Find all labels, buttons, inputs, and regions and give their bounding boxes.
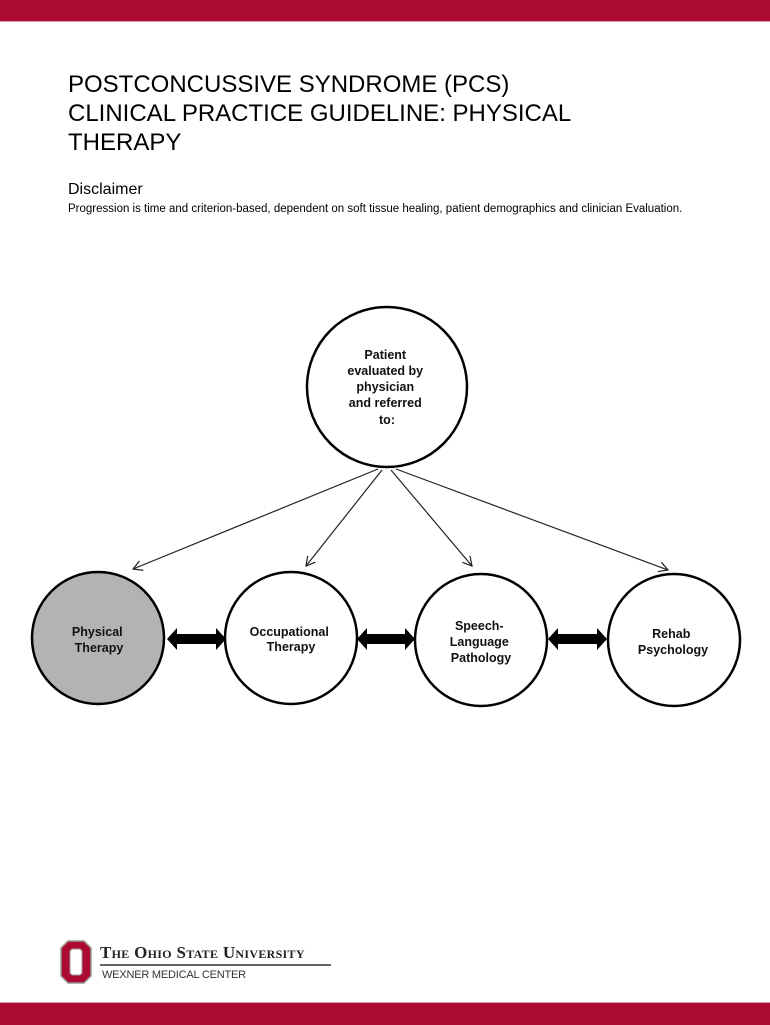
node-label: Occupational Therapy [250,625,333,654]
block-o-logo-icon [60,940,92,984]
university-name: The Ohio State University [100,943,305,962]
page-title: POSTCONCUSSIVE SYNDROME (PCS) CLINICAL P… [68,70,708,157]
node-circle [223,570,359,706]
bidirectional-arrow [357,628,415,650]
node-physical-therapy: Physical Therapy [30,570,166,706]
label-line: Speech- [455,619,504,633]
label-line: Rehab [652,627,691,641]
root-node-circle [305,305,469,469]
label-line: and referred [349,396,422,410]
node-occupational-therapy: Occupational Therapy [223,570,359,706]
medical-center-name: WEXNER MEDICAL CENTER [102,969,246,981]
label-line: Psychology [638,643,708,657]
label-line: Patient [364,348,407,362]
node-rehab-psychology: Rehab Psychology [606,572,742,708]
label-line: to: [379,413,395,427]
referral-arrow [395,468,670,573]
label-line: physician [356,380,414,394]
label-line: evaluated by [347,364,423,378]
label-line: Therapy [75,641,124,655]
title-line: POSTCONCUSSIVE SYNDROME (PCS) [68,71,510,98]
label-line: Pathology [451,651,511,665]
top-brand-bar [0,0,770,22]
title-line: CLINICAL PRACTICE GUIDELINE: PHYSICAL [68,100,572,127]
referral-arrow [390,469,473,567]
node-circle [30,570,166,706]
disclaimer-text: Progression is time and criterion-based,… [68,203,683,215]
referral-arrow [131,468,379,571]
root-node-label: Patient evaluated by physician and refer… [347,348,426,427]
node-label: Rehab Psychology [638,627,708,657]
referral-arrow [305,469,383,567]
node-label: Speech- Language Pathology [450,619,513,665]
node-label: Physical Therapy [72,625,126,655]
logo-divider [100,964,331,966]
root-node: Patient evaluated by physician and refer… [305,305,469,469]
node-speech-language-pathology: Speech- Language Pathology [413,572,549,708]
bottom-brand-bar [0,1002,770,1025]
label-line: Therapy [267,640,316,654]
title-line: THERAPY [68,129,182,156]
node-circle [413,572,549,708]
bidirectional-arrow [167,628,226,650]
label-line: Language [450,635,509,649]
label-line: Occupational [250,625,329,639]
bidirectional-arrow [548,628,607,650]
label-line: Physical [72,625,123,639]
disclaimer-heading: Disclaimer [68,181,143,198]
referral-diagram: Patient evaluated by physician and refer… [30,305,742,708]
node-circle [606,572,742,708]
